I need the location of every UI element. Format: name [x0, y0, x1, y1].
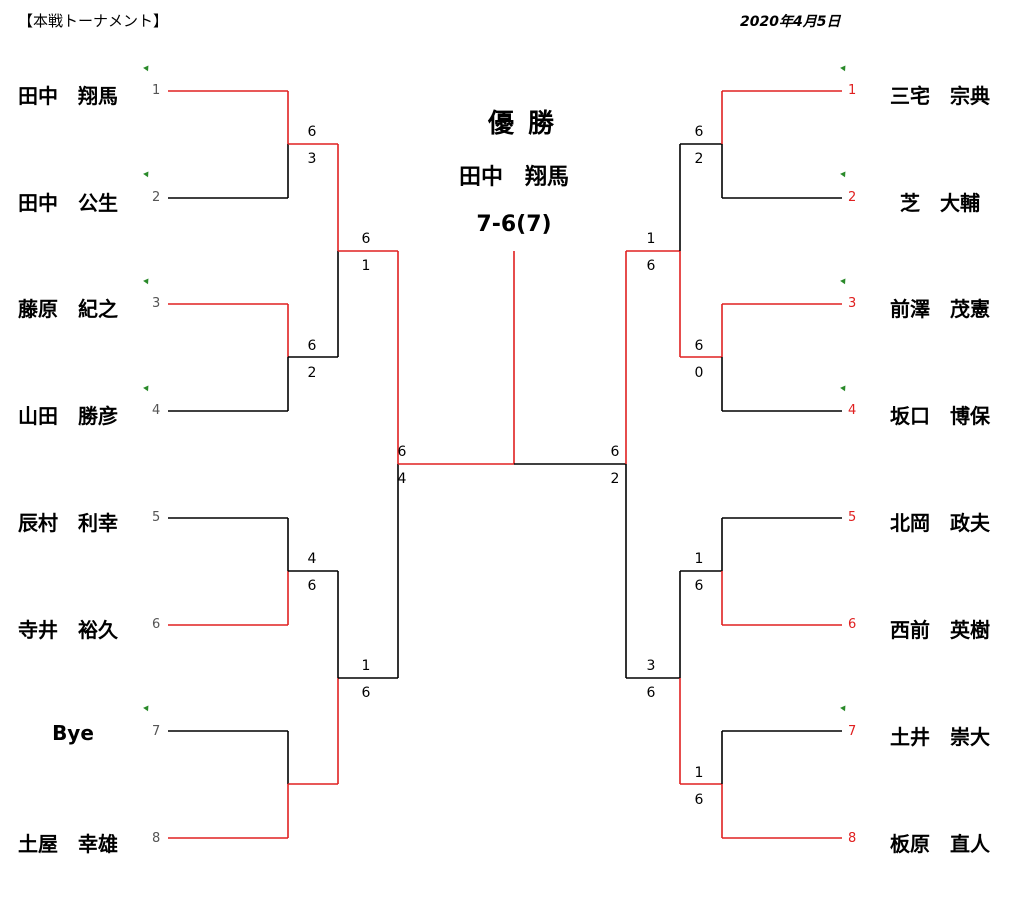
left-player-2-name: 田中 公生 — [18, 191, 118, 215]
right-player-2-name: 芝 大輔 — [900, 191, 980, 215]
left-r1-m2-score-bottom: 2 — [307, 365, 317, 381]
left-r1-m3-score-bottom: 6 — [307, 578, 317, 594]
right-seed-2: 2 — [848, 190, 857, 205]
right-seed-7: 7 — [848, 724, 857, 739]
left-seed-2: 2 — [152, 190, 161, 205]
right-player-8-name: 板原 直人 — [890, 832, 990, 856]
right-r1-m2-score-bottom: 0 — [694, 365, 704, 381]
left-seed-5: 5 — [152, 510, 161, 525]
left-r2-m2-score-top: 1 — [361, 658, 371, 674]
right-player-5-name: 北岡 政夫 — [890, 511, 990, 535]
right-seed-6: 6 — [848, 617, 857, 632]
final-score: 7-6(7) — [476, 212, 552, 237]
right-r1-m4-score-top: 1 — [694, 765, 704, 781]
left-r1-m2-score-top: 6 — [307, 338, 317, 354]
right-r1-m4-score-bottom: 6 — [694, 792, 704, 808]
left-player-3-name: 藤原 紀之 — [18, 297, 118, 321]
tournament-date: 2020年4月5日 — [740, 14, 841, 30]
right-sf-score-top: 6 — [610, 444, 620, 460]
right-player-3-name: 前澤 茂憲 — [890, 297, 990, 321]
right-player-7-name: 土井 崇大 — [890, 725, 990, 749]
left-sf-score-top: 6 — [397, 444, 407, 460]
left-seed-8: 8 — [152, 831, 161, 846]
right-sf-score-bottom: 2 — [610, 471, 620, 487]
left-seed-4: 4 — [152, 403, 161, 418]
right-player-6-name: 西前 英樹 — [890, 618, 990, 642]
left-player-5-name: 辰村 利幸 — [18, 511, 118, 535]
right-seed-5: 5 — [848, 510, 857, 525]
left-r2-m1-score-top: 6 — [361, 231, 371, 247]
left-r1-m1-score-top: 6 — [307, 124, 317, 140]
left-r1-m3-score-top: 4 — [307, 551, 317, 567]
left-seed-7: 7 — [152, 724, 161, 739]
right-player-4-name: 坂口 博保 — [890, 404, 990, 428]
left-r2-m1-score-bottom: 1 — [361, 258, 371, 274]
right-seed-8: 8 — [848, 831, 857, 846]
right-r1-m2-score-top: 6 — [694, 338, 704, 354]
right-r1-m1-score-top: 6 — [694, 124, 704, 140]
right-seed-1: 1 — [848, 83, 857, 98]
left-player-6-name: 寺井 裕久 — [18, 618, 118, 642]
right-player-1-name: 三宅 宗典 — [890, 84, 990, 108]
right-r2-m1-score-top: 1 — [646, 231, 656, 247]
left-r1-m1-score-bottom: 3 — [307, 151, 317, 167]
right-seed-4: 4 — [848, 403, 857, 418]
left-seed-1: 1 — [152, 83, 161, 98]
right-r2-m2-score-top: 3 — [646, 658, 656, 674]
right-seed-3: 3 — [848, 296, 857, 311]
right-r1-m1-score-bottom: 2 — [694, 151, 704, 167]
left-sf-score-bottom: 4 — [397, 471, 407, 487]
right-r1-m3-score-top: 1 — [694, 551, 704, 567]
left-seed-6: 6 — [152, 617, 161, 632]
right-r1-m3-score-bottom: 6 — [694, 578, 704, 594]
left-player-4-name: 山田 勝彦 — [18, 404, 118, 428]
right-r2-m1-score-bottom: 6 — [646, 258, 656, 274]
left-player-8-name: 土屋 幸雄 — [18, 832, 118, 856]
bracket-title: 【本戦トーナメント】 — [18, 12, 169, 30]
left-seed-3: 3 — [152, 296, 161, 311]
right-r2-m2-score-bottom: 6 — [646, 685, 656, 701]
champion-title: 優勝 — [487, 109, 568, 139]
left-r2-m2-score-bottom: 6 — [361, 685, 371, 701]
champion-name: 田中 翔馬 — [458, 165, 569, 190]
left-player-7-name: Bye — [52, 721, 94, 745]
left-player-1-name: 田中 翔馬 — [18, 84, 118, 108]
